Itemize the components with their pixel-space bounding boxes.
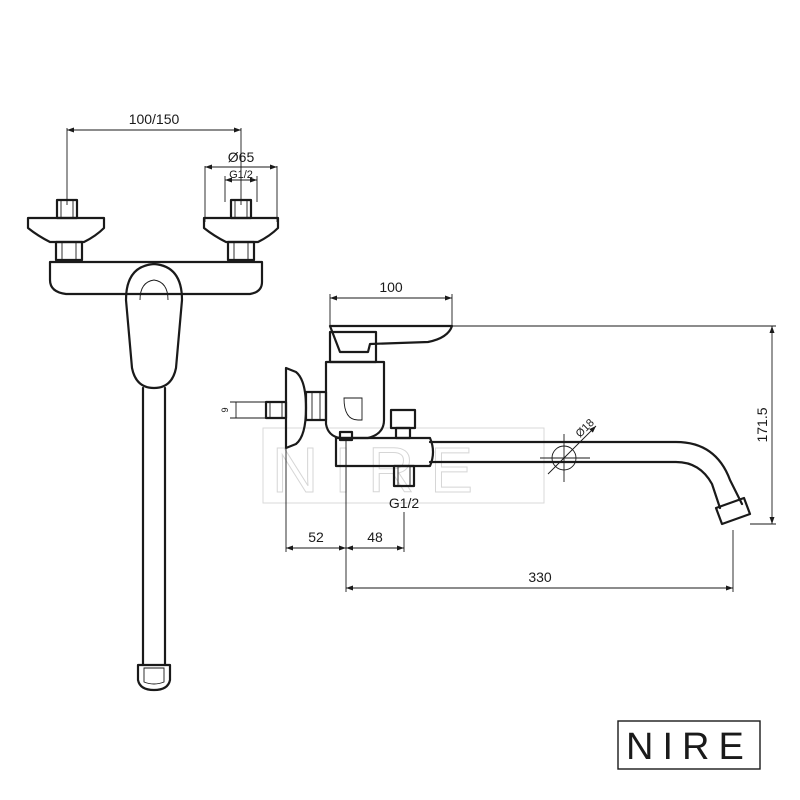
side-view bbox=[264, 324, 752, 526]
front-body bbox=[48, 260, 264, 296]
dim-spout-reach: 330 bbox=[528, 569, 552, 585]
side-shower-outlet bbox=[392, 464, 416, 488]
dim-total-height: 171.5 bbox=[754, 407, 770, 442]
dim-outlet-thread: G1/2 bbox=[389, 495, 420, 511]
dim-handle-spacing: 100/150 bbox=[129, 111, 180, 127]
dim-handle-length: 100 bbox=[379, 279, 403, 295]
brand-logo-text: NIRE bbox=[626, 726, 753, 768]
front-view bbox=[26, 198, 280, 692]
side-lever-handle bbox=[328, 324, 454, 354]
front-spout-tip bbox=[136, 663, 172, 692]
front-lever-handle bbox=[124, 262, 184, 390]
dim-spout-diameter: Ø18 bbox=[574, 417, 597, 440]
side-diverter-knob bbox=[389, 408, 417, 430]
dim-wall-offset: 52 bbox=[308, 529, 324, 545]
side-diverter-body bbox=[334, 436, 435, 468]
dim-inlet-length: 9 bbox=[220, 407, 230, 412]
dim-flange-diameter: Ø65 bbox=[228, 149, 255, 165]
side-eccentric-nut bbox=[304, 390, 328, 422]
side-dimensions: 100 171.5 Ø18 9 G1/2 52 48 330 bbox=[220, 279, 776, 592]
watermark-text: NIRE bbox=[272, 434, 489, 506]
side-aerator bbox=[714, 496, 752, 526]
front-dimensions: 100/150 Ø65 G1/2 bbox=[66, 111, 278, 222]
side-mixer-body bbox=[324, 360, 386, 440]
front-right-inlet bbox=[202, 198, 280, 262]
dim-outlet-offset: 48 bbox=[367, 529, 383, 545]
front-left-inlet bbox=[26, 198, 106, 262]
side-spout bbox=[428, 440, 744, 506]
dim-inlet-thread-top: G1/2 bbox=[229, 169, 253, 181]
brand-logo: NIRE bbox=[617, 720, 761, 770]
watermark: NIRE bbox=[262, 427, 545, 507]
